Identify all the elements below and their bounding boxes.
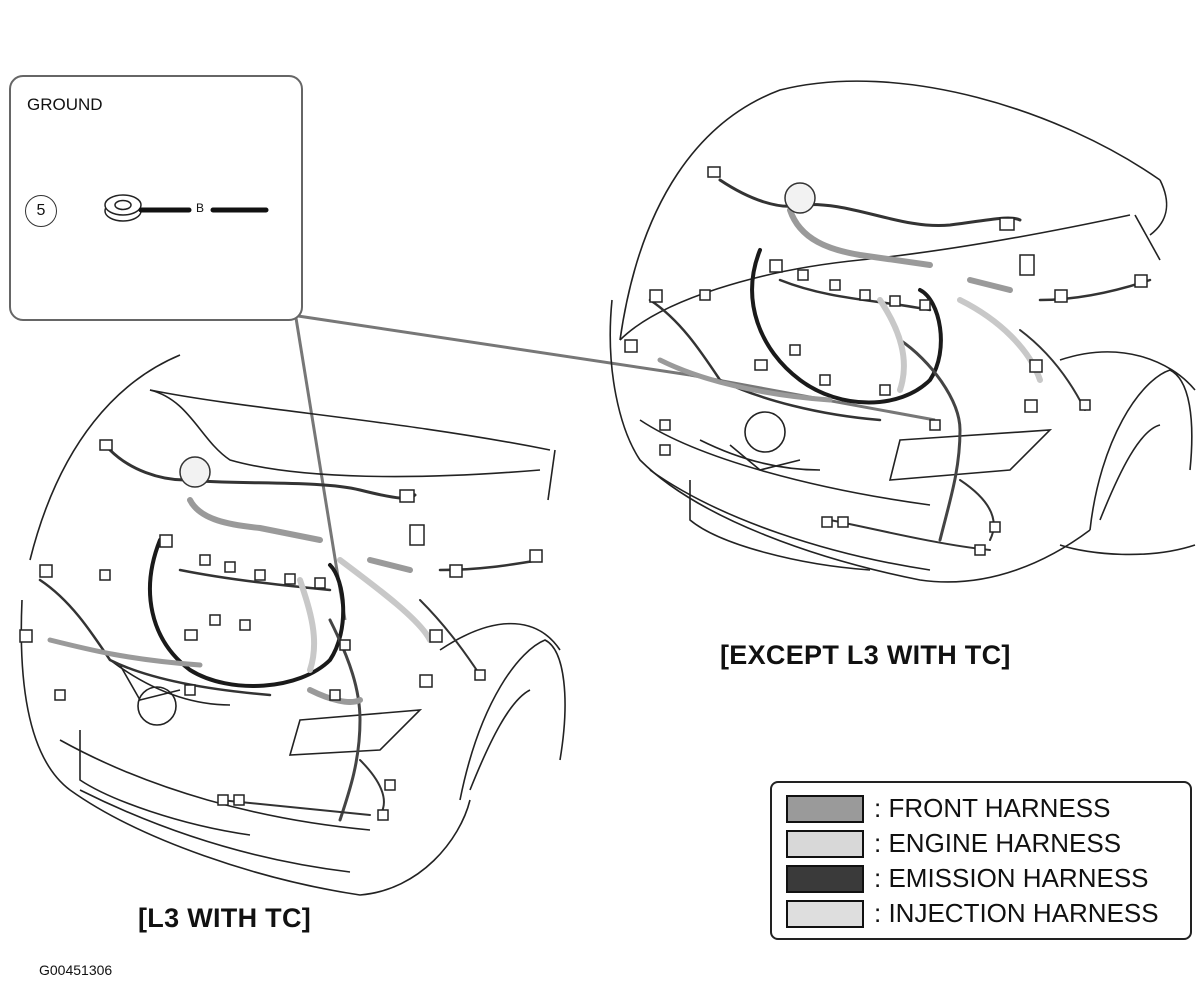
wire-color-code: B	[193, 201, 208, 215]
legend-label-injection: : INJECTION HARNESS	[874, 898, 1159, 928]
legend-label-emission: : EMISSION HARNESS	[874, 863, 1149, 893]
legend-swatch-front	[786, 795, 864, 823]
callout-leader-lines	[294, 314, 936, 621]
ground-callout-box: GROUND 5 B	[9, 75, 303, 321]
legend-label-front: : FRONT HARNESS	[874, 793, 1111, 823]
ground-terminal-icon	[104, 194, 269, 222]
callout-title: GROUND	[27, 95, 103, 114]
connectors-l3	[19, 439, 543, 821]
connectors-except-l3	[624, 166, 1148, 556]
label-l3-with-tc: [L3 WITH TC]	[138, 903, 312, 933]
legend-swatch-emission	[786, 865, 864, 893]
figure-code: G00451306	[39, 962, 113, 978]
legend-swatch-injection	[786, 900, 864, 928]
label-except-l3-with-tc: [EXCEPT L3 WITH TC]	[720, 640, 1011, 670]
vehicle-except-l3	[609, 80, 1196, 583]
legend-label-engine: : ENGINE HARNESS	[874, 828, 1122, 858]
legend-swatch-engine	[786, 830, 864, 858]
ground-item-number: 5	[25, 195, 57, 227]
vehicle-l3	[20, 354, 566, 896]
harness-wires-except-l3	[648, 178, 1152, 551]
harness-legend: : FRONT HARNESS : ENGINE HARNESS : EMISS…	[770, 781, 1192, 940]
